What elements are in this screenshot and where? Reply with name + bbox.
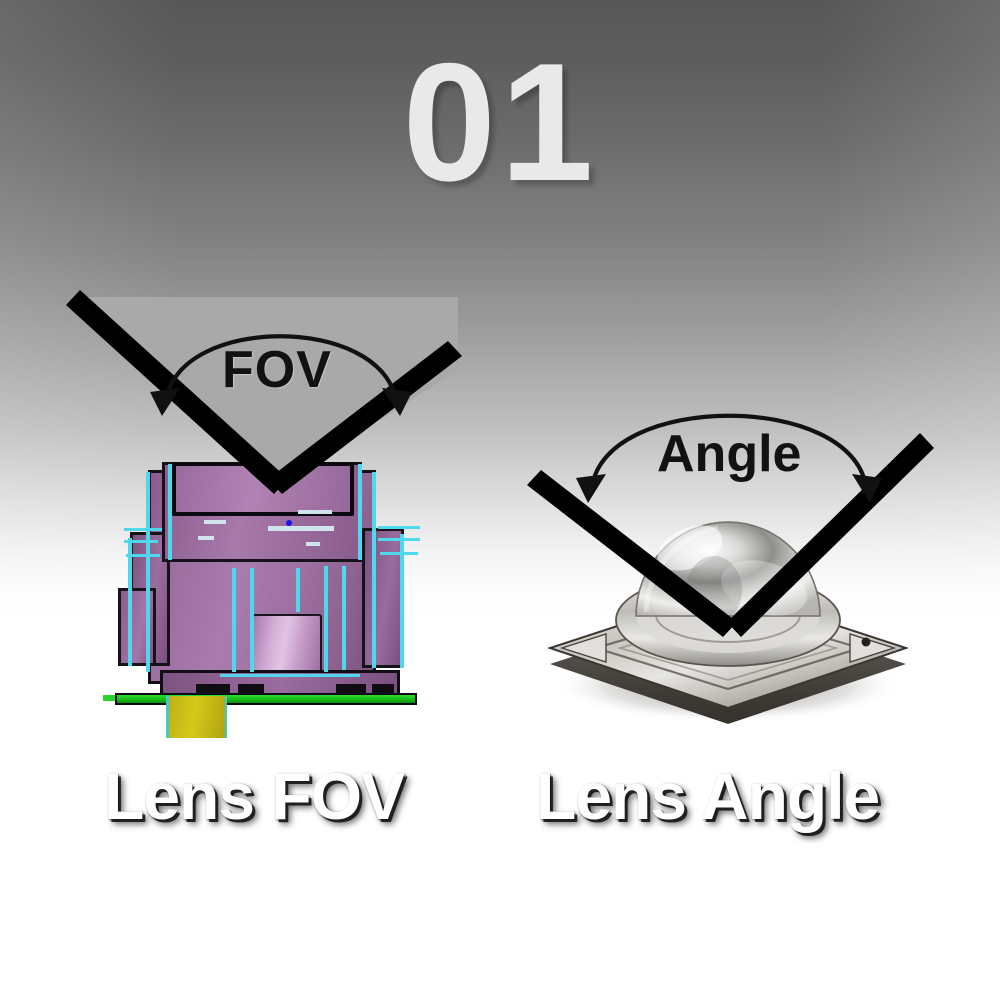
camera-module-image — [100, 448, 430, 738]
camera-left-bracket-lower — [118, 588, 156, 666]
step-number: 01 — [402, 28, 598, 216]
edge-highlight — [400, 534, 404, 668]
camera-right-bracket — [362, 528, 404, 668]
edge-highlight — [342, 566, 346, 670]
surface-highlight — [268, 526, 334, 531]
edge-highlight — [358, 464, 362, 560]
status-led-dot — [286, 520, 292, 526]
camera-smd-component — [196, 684, 230, 693]
surface-highlight — [298, 510, 332, 514]
surface-highlight — [204, 520, 226, 524]
edge-highlight — [146, 472, 150, 672]
edge-highlight — [378, 538, 420, 541]
camera-smd-component — [238, 684, 264, 693]
caption-lens-fov: Lens FOV — [104, 759, 405, 833]
surface-highlight — [198, 536, 214, 540]
camera-connector-tab — [166, 696, 227, 738]
edge-highlight — [126, 554, 160, 557]
edge-highlight — [324, 566, 328, 672]
caption-lens-angle: Lens Angle — [536, 759, 880, 833]
edge-highlight — [124, 528, 162, 531]
edge-highlight — [232, 568, 236, 672]
edge-highlight — [380, 552, 418, 555]
edge-highlight — [372, 472, 376, 668]
edge-highlight — [124, 540, 158, 543]
fov-label: FOV — [222, 341, 332, 399]
camera-pcb — [115, 693, 417, 705]
camera-smd-component — [372, 684, 394, 693]
smd-led-image — [528, 470, 928, 730]
edge-highlight — [296, 568, 300, 612]
surface-highlight — [306, 542, 320, 546]
edge-highlight — [168, 464, 172, 560]
camera-lens-mount-plate — [172, 462, 354, 516]
camera-smd-component — [336, 684, 366, 693]
edge-highlight — [220, 674, 360, 677]
edge-highlight — [128, 538, 132, 666]
edge-highlight — [378, 526, 420, 529]
angle-label: Angle — [657, 425, 802, 483]
edge-highlight — [250, 568, 254, 672]
